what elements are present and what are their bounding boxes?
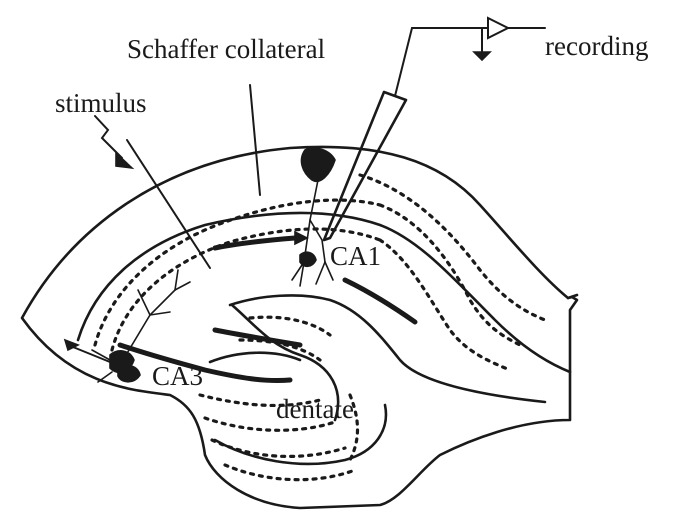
label-recording: recording: [545, 31, 648, 61]
label-ca1: CA1: [330, 241, 381, 271]
schaffer-pointer: [250, 85, 260, 195]
recording-electrode: [324, 18, 545, 240]
dotted-layers: [95, 175, 545, 480]
label-stimulus: stimulus: [55, 88, 147, 118]
label-ca3: CA3: [152, 361, 203, 391]
stimulus-electrode: [95, 116, 210, 268]
ca1-neurons: [292, 148, 335, 286]
label-schaffer-collateral: Schaffer collateral: [127, 34, 325, 64]
label-dentate: dentate: [276, 394, 354, 424]
